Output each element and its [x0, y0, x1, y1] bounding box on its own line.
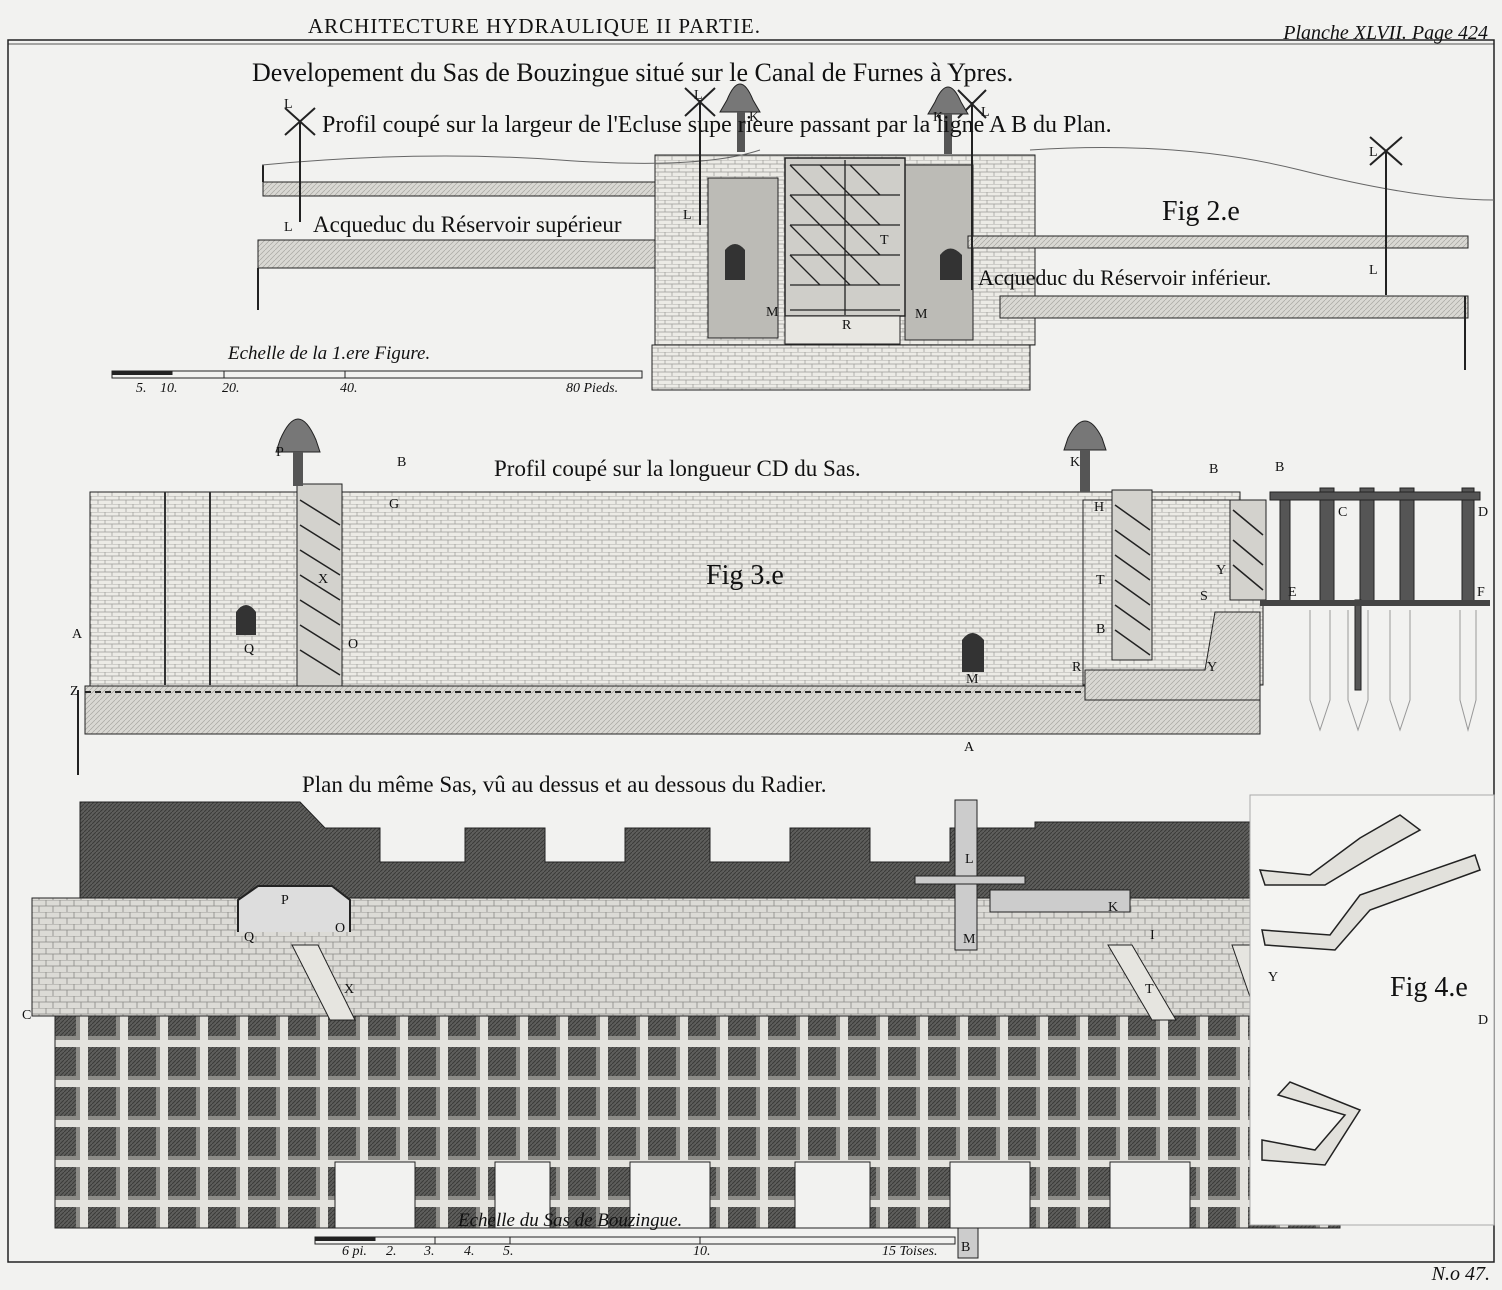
- scale1-label: Echelle de la 1.ere Figure.: [228, 343, 431, 364]
- fig4-drawing: [31, 794, 1495, 1259]
- fig3-letter-A-1: A: [72, 627, 83, 642]
- fig4-letter-I: I: [1150, 928, 1155, 943]
- fig3-letter-B-2: B: [1209, 462, 1219, 477]
- fig3-letter-H: H: [1094, 500, 1105, 515]
- fig2-letter-K-1: K: [749, 110, 760, 125]
- scale2-tick-5: 5.: [503, 1244, 514, 1259]
- fig3-letter-R: R: [1072, 660, 1082, 675]
- fig3-letter-E: E: [1288, 585, 1297, 600]
- fig3-letter-B-3: B: [1275, 460, 1285, 475]
- fig2-letter-M-1: M: [766, 305, 779, 320]
- fig2-letter-L-4: L: [694, 88, 703, 103]
- scale1-tick-5: 5.: [136, 381, 147, 396]
- fig4-letter-O: O: [335, 921, 346, 936]
- fig4-letter-D: D: [1478, 1013, 1489, 1028]
- scale2-tick-15: 15 Toises.: [882, 1244, 938, 1259]
- plate-number: N.o 47.: [1431, 1263, 1490, 1285]
- fig2-letter-K-2: K: [933, 110, 944, 125]
- fig3-letter-Y-1: Y: [1216, 563, 1227, 578]
- fig4-letter-L: L: [965, 852, 974, 867]
- fig4-letter-P: P: [281, 893, 289, 908]
- scale2-tick-3: 3.: [424, 1244, 435, 1259]
- fig2-caption: Profil coupé sur la largeur de l'Ecluse …: [322, 112, 1112, 138]
- scale1-bar: [111, 370, 643, 379]
- fig3-letter-K: K: [1070, 455, 1081, 470]
- fig2-letter-L-6: L: [1369, 263, 1378, 278]
- scale1-tick-40: 40.: [340, 381, 358, 396]
- fig4-letter-C: C: [22, 1008, 32, 1023]
- fig3-letter-Z: Z: [70, 684, 79, 699]
- aqueduct-lower-label: Acqueduc du Réservoir inférieur.: [978, 265, 1272, 290]
- scale2-tick-4: 4.: [464, 1244, 475, 1259]
- fig2-letter-R: R: [842, 318, 852, 333]
- fig4-label: Fig 4.e: [1390, 972, 1468, 1003]
- fig3-letter-T: T: [1096, 573, 1105, 588]
- fig3-letter-X: X: [318, 572, 329, 587]
- plate-number-page: Planche XLVII. Page 424: [1283, 22, 1488, 44]
- fig3-caption: Profil coupé sur la longueur CD du Sas.: [494, 456, 861, 481]
- fig3-letter-B-1: B: [397, 455, 407, 470]
- fig2-letter-L-5: L: [981, 105, 990, 120]
- fig4-caption: Plan du même Sas, vû au dessus et au des…: [302, 772, 827, 797]
- fig3-letter-O: O: [348, 637, 359, 652]
- scale2-bar: [314, 1236, 956, 1245]
- fig2-drawing: [257, 83, 1495, 391]
- fig2-letter-L-7: L: [1369, 145, 1378, 160]
- fig2-letter-L-1: L: [284, 97, 293, 112]
- scale2-tick-2: 2.: [386, 1244, 397, 1259]
- fig2-letter-M-2: M: [915, 307, 928, 322]
- fig3-letter-M: M: [966, 672, 979, 687]
- fig4-letter-X: X: [344, 982, 355, 997]
- fig3-letter-S: S: [1200, 589, 1208, 604]
- scale1-tick-80: 80 Pieds.: [566, 381, 619, 396]
- fig4-letter-Y: Y: [1268, 970, 1279, 985]
- fig3-drawing: [77, 418, 1490, 775]
- fig4-letter-M: M: [963, 932, 976, 947]
- scale2-label: Echelle du Sas de Bouzingue.: [458, 1210, 683, 1231]
- fig3-letter-Y-2: Y: [1207, 660, 1218, 675]
- fig3-letter-P: P: [276, 445, 284, 460]
- scale1-tick-20: 20.: [222, 381, 240, 396]
- fig3-letter-A-2: A: [964, 740, 975, 755]
- fig3-letter-F: F: [1477, 585, 1485, 600]
- fig2-letter-L-2: L: [284, 220, 293, 235]
- fig3-letter-Q: Q: [244, 642, 255, 657]
- fig4-letter-Q: Q: [244, 930, 255, 945]
- fig2-label: Fig 2.e: [1162, 196, 1240, 227]
- fig2-letter-T: T: [880, 233, 889, 248]
- scale1-tick-10: 10.: [160, 381, 178, 396]
- plate-main-title: Developement du Sas de Bouzingue situé s…: [252, 58, 1014, 87]
- fig2-letter-L-3: L: [683, 208, 692, 223]
- scale2-end-letter: B: [961, 1240, 971, 1255]
- fig3-letter-G: G: [389, 497, 400, 512]
- fig4-letter-K: K: [1108, 900, 1119, 915]
- scale2-tick-6pi: 6 pi.: [342, 1244, 367, 1259]
- fig3-letter-D: D: [1478, 505, 1489, 520]
- fig3-letter-C: C: [1338, 505, 1348, 520]
- fig4-letter-T: T: [1145, 982, 1154, 997]
- plate-series-title: ARCHITECTURE HYDRAULIQUE II PARTIE.: [308, 14, 761, 38]
- scale2-tick-10: 10.: [693, 1244, 711, 1259]
- aqueduct-upper-label: Acqueduc du Réservoir supérieur: [313, 212, 622, 237]
- fig3-label: Fig 3.e: [706, 560, 784, 591]
- fig3-letter-B-4: B: [1096, 622, 1106, 637]
